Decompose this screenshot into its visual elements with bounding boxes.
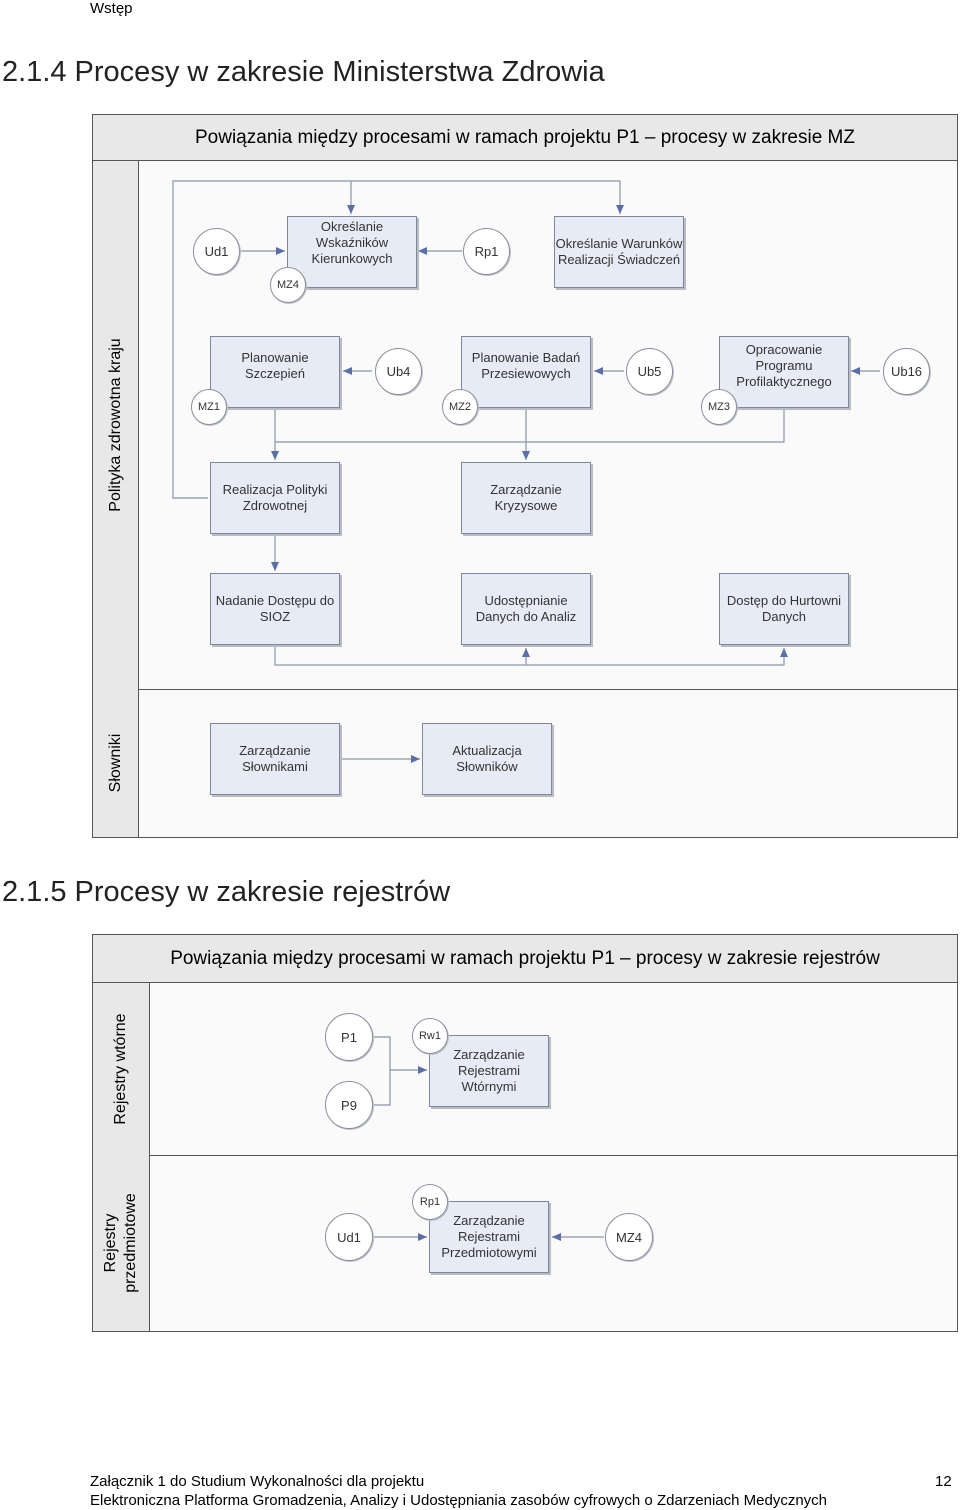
ref-p1: P1 — [325, 1013, 373, 1061]
lane-label-polityka: Polityka zdrowotna kraju — [93, 161, 139, 689]
chapter-label: Wstęp — [90, 0, 133, 17]
footer-line2: Elektroniczna Platforma Gromadzenia, Ana… — [90, 1492, 828, 1509]
ref-ud1: Ud1 — [193, 228, 240, 275]
connector-plans — [275, 409, 785, 443]
ref-rp1-rejestry: Rp1 — [412, 1184, 448, 1220]
ref-ub16: Ub16 — [883, 348, 930, 395]
connector-p1 — [373, 1036, 427, 1074]
process-rejestry-wtorne[interactable]: Zarządzanie Rejestrami Wtórnymi — [429, 1035, 549, 1107]
ref-mz3: MZ3 — [701, 389, 737, 425]
section-title-rejestry: 2.1.5 Procesy w zakresie rejestrów — [2, 876, 451, 908]
process-realizacja-polityki[interactable]: Realizacja Polityki Zdrowotnej — [210, 462, 340, 534]
lane-label-wtorne: Rejestry wtórne — [93, 983, 150, 1155]
process-dostep-hurtowni[interactable]: Dostęp do Hurtowni Danych — [719, 573, 849, 645]
footer-line1: Załącznik 1 do Studium Wykonalności dla … — [90, 1473, 425, 1490]
lane-label-przedmiotowe: Rejestry przedmiotowe — [93, 1155, 150, 1331]
ref-mz4: MZ4 — [270, 267, 306, 303]
section-title-mz: 2.1.4 Procesy w zakresie Ministerstwa Zd… — [2, 56, 605, 88]
lane-label-slowniki: Słowniki — [93, 689, 139, 837]
connector-bottom-loop — [274, 646, 788, 666]
process-nadanie-dostepu[interactable]: Nadanie Dostępu do SIOZ — [210, 573, 340, 645]
ref-rw1: Rw1 — [412, 1018, 448, 1054]
process-okreslanie-wskaznikow[interactable]: Określanie Wskaźników Kierunkowych — [287, 216, 417, 288]
process-aktualizacja-slownikow[interactable]: Aktualizacja Słowników — [422, 723, 552, 795]
page-number: 12 — [935, 1473, 952, 1490]
process-okreslanie-warunkow[interactable]: Określanie Warunków Realizacji Świadczeń — [554, 216, 684, 288]
pool-title-mz: Powiązania między procesami w ramach pro… — [93, 115, 957, 161]
ref-rp1: Rp1 — [463, 228, 510, 275]
ref-mz1: MZ1 — [191, 389, 227, 425]
ref-p9: P9 — [325, 1081, 373, 1129]
lane-separator-rejestry — [93, 1155, 957, 1156]
lane-separator — [93, 689, 957, 690]
process-zarzadzanie-kryzysowe[interactable]: Zarządzanie Kryzysowe — [461, 462, 591, 534]
process-opracowanie-programu[interactable]: Opracowanie Programu Profilaktycznego — [719, 336, 849, 408]
process-rejestry-przedmiotowe[interactable]: Zarządzanie Rejestrami Przedmiotowymi — [429, 1201, 549, 1273]
ref-ud1-rejestry: Ud1 — [325, 1213, 373, 1261]
ref-mz4-rejestry: MZ4 — [605, 1213, 653, 1261]
pool-title-rejestry: Powiązania między procesami w ramach pro… — [93, 935, 957, 983]
connector-loop — [172, 180, 624, 499]
process-planowanie-badan[interactable]: Planowanie Badań Przesiewowych — [461, 336, 591, 408]
process-planowanie-szczepien[interactable]: Planowanie Szczepień — [210, 336, 340, 408]
ref-ub4: Ub4 — [375, 348, 422, 395]
process-zarzadzanie-slownikami[interactable]: Zarządzanie Słownikami — [210, 723, 340, 795]
ref-ub5: Ub5 — [626, 348, 673, 395]
ref-mz2: MZ2 — [442, 389, 478, 425]
process-udostepnianie-danych[interactable]: Udostępnianie Danych do Analiz — [461, 573, 591, 645]
connector-p9 — [373, 1070, 391, 1106]
